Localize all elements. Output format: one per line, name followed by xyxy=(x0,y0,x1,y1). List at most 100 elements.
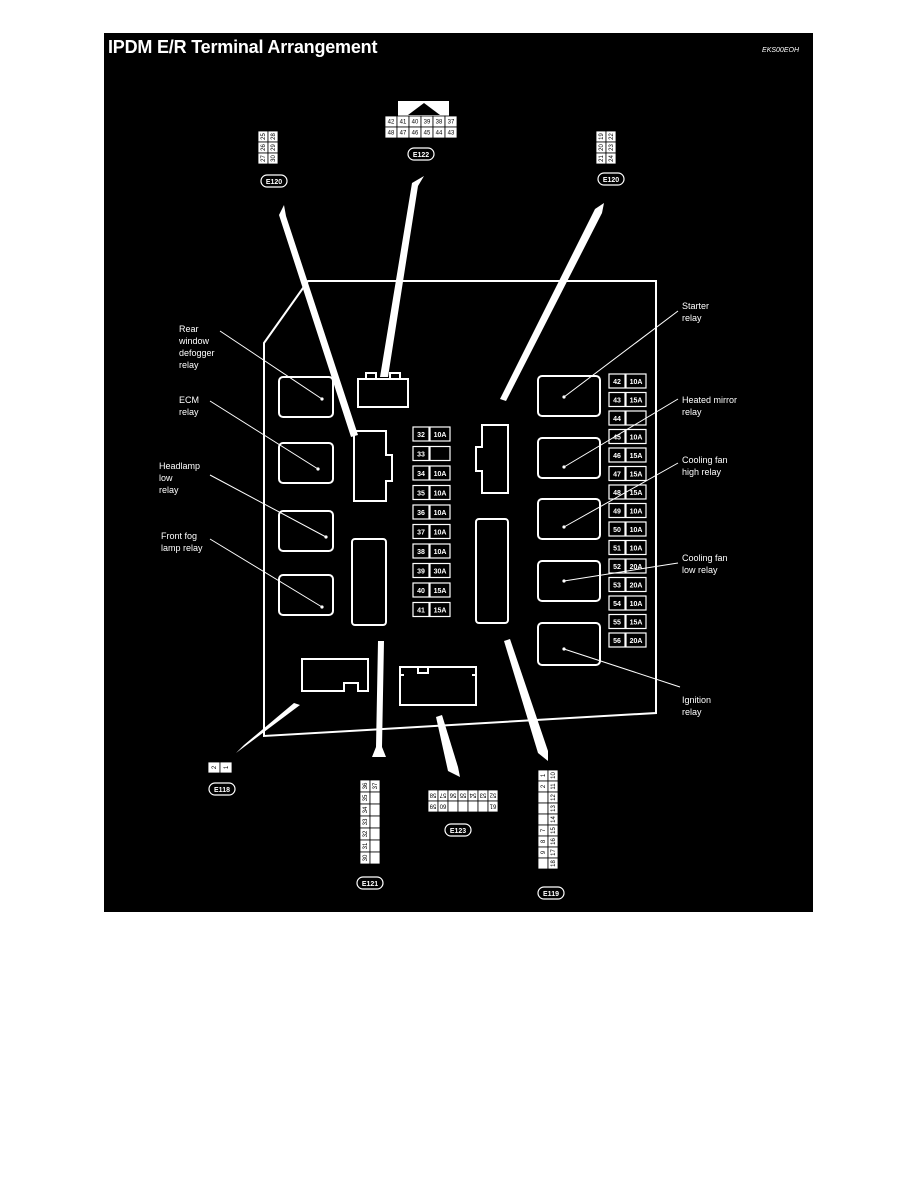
label-rear-defogger-line4: relay xyxy=(179,360,199,370)
fuse-number-cell xyxy=(412,426,430,442)
pin-number: 31 xyxy=(363,842,369,849)
fuse-number: 53 xyxy=(613,583,621,590)
fuse-number-cell xyxy=(412,523,430,540)
ecm-relay-box xyxy=(278,442,334,484)
label-rear-defogger-line2: window xyxy=(178,336,210,346)
fuse-amp-cell xyxy=(625,502,647,519)
pin-number: 25 xyxy=(261,133,267,140)
label-rear-defogger-line1: Rear xyxy=(179,324,199,334)
label-ecm: ECM relay xyxy=(179,395,202,417)
label-heated-mirror: Heated mirror relay xyxy=(682,395,740,417)
e122-badge: E122 xyxy=(407,147,435,161)
fuse-number-cell xyxy=(412,465,430,481)
label-front-fog-line1: Front fog xyxy=(161,531,197,541)
fuse-number: 37 xyxy=(417,530,425,537)
connector-id-badge xyxy=(444,823,472,837)
pin-cell xyxy=(467,800,479,813)
left-long-socket xyxy=(351,538,387,626)
pin-number: 28 xyxy=(271,133,277,140)
label-ecm-line2: relay xyxy=(179,407,199,417)
fuse-number: 36 xyxy=(417,510,425,517)
label-cooling-high-line2: high relay xyxy=(682,467,722,477)
label-starter-line1: Starter xyxy=(682,301,709,311)
pin-number: 16 xyxy=(551,838,557,845)
fuse-number-cell xyxy=(608,539,626,556)
pin-number: 2 xyxy=(541,784,547,788)
pin-number: 47 xyxy=(400,131,407,137)
pin-number: 2 xyxy=(212,765,218,769)
e120-left-badge: E120 xyxy=(260,174,288,188)
fuse-number: 42 xyxy=(613,379,621,386)
right-fuse-53: 53 20A xyxy=(608,576,647,593)
starter-relay-box xyxy=(537,375,601,417)
pin-number: 23 xyxy=(609,144,615,151)
pin-cell xyxy=(537,791,549,804)
pin-cell xyxy=(369,791,381,805)
label-headlamp-line1: Headlamp xyxy=(159,461,200,471)
fuse-amp: 10A xyxy=(434,530,447,537)
e121-badge: E121 xyxy=(356,876,384,890)
connector-id-badge xyxy=(260,174,288,188)
fuse-number: 44 xyxy=(613,416,621,423)
fuse-number-cell xyxy=(608,502,626,519)
pin-number: 41 xyxy=(400,120,407,126)
ipdm-housing-outline xyxy=(263,280,657,738)
fuse-amp-cell xyxy=(429,504,451,520)
fuse-number-cell xyxy=(608,576,626,593)
fuse-amp: 10A xyxy=(630,601,643,608)
pin-number: 12 xyxy=(551,794,557,801)
fuse-number-cell xyxy=(608,410,626,426)
fuse-amp: 15A xyxy=(630,398,643,405)
pin-number: 20 xyxy=(599,144,605,151)
pin-number: 9 xyxy=(541,850,547,854)
fuse-amp-cell xyxy=(429,601,451,618)
fuse-number-cell xyxy=(608,373,626,389)
pin-number: 55 xyxy=(459,792,466,798)
e118-badge: E118 xyxy=(208,782,236,796)
pin-number: 45 xyxy=(424,131,431,137)
pin-number: 30 xyxy=(363,854,369,861)
fuse-amp: 10A xyxy=(434,549,447,556)
fuse-number-cell xyxy=(412,543,430,559)
pin-number: 48 xyxy=(388,131,395,137)
fuse-number-cell xyxy=(608,521,626,537)
fuse-amp: 15A xyxy=(434,588,447,595)
fuse-amp-cell xyxy=(429,582,451,598)
pin-number: 44 xyxy=(436,131,443,137)
fuse-amp-cell xyxy=(625,632,647,648)
fuse-amp-cell xyxy=(625,558,647,574)
pin-number: 17 xyxy=(551,849,557,856)
pin-number: 13 xyxy=(551,805,557,812)
fuse-amp: 20A xyxy=(630,583,643,590)
connector-id: E119 xyxy=(543,891,559,898)
figure-panel: IPDM E/R Terminal Arrangement EKS00EOH 3… xyxy=(104,33,813,912)
connector-id-badge xyxy=(356,876,384,890)
pin-cell xyxy=(457,800,469,813)
pin-cell xyxy=(447,800,459,813)
fuse-number: 45 xyxy=(613,435,621,442)
label-starter: Starter relay xyxy=(682,301,712,323)
fuse-number-cell xyxy=(608,595,626,611)
connector-id-badge xyxy=(208,782,236,796)
label-heated-mirror-line2: relay xyxy=(682,407,702,417)
pin-number: 40 xyxy=(412,120,419,126)
fuse-amp-cell xyxy=(625,391,647,408)
fuse-amp: 10A xyxy=(630,546,643,553)
pin-number: 46 xyxy=(412,131,419,137)
pin-number: 58 xyxy=(429,792,436,798)
bottom-left-connector-socket xyxy=(301,658,369,692)
connector-id: E121 xyxy=(362,881,378,888)
e122-latch-notch xyxy=(408,103,440,115)
fuse-number: 35 xyxy=(417,491,425,498)
headlamp-low-relay-box xyxy=(278,510,334,552)
label-cooling-low: Cooling fan low relay xyxy=(682,553,730,575)
